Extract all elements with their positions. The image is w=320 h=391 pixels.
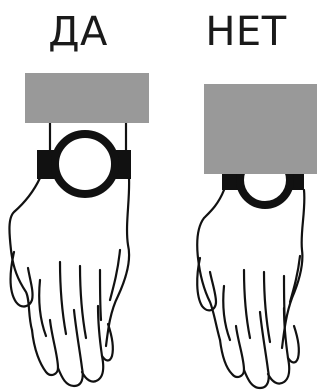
correct-placement-panel: ДА: [8, 9, 149, 388]
device-block: [25, 73, 149, 123]
device-block: [204, 84, 317, 174]
yes-label: ДА: [48, 9, 108, 55]
sensor-ring: [51, 130, 119, 198]
hand-with-device-correct: [8, 73, 149, 388]
hand-with-device-incorrect: [196, 84, 317, 390]
hand-outline: [8, 176, 131, 388]
hand-outline: [196, 188, 306, 390]
no-label: НЕТ: [205, 9, 287, 55]
incorrect-placement-panel: НЕТ: [160, 0, 320, 391]
